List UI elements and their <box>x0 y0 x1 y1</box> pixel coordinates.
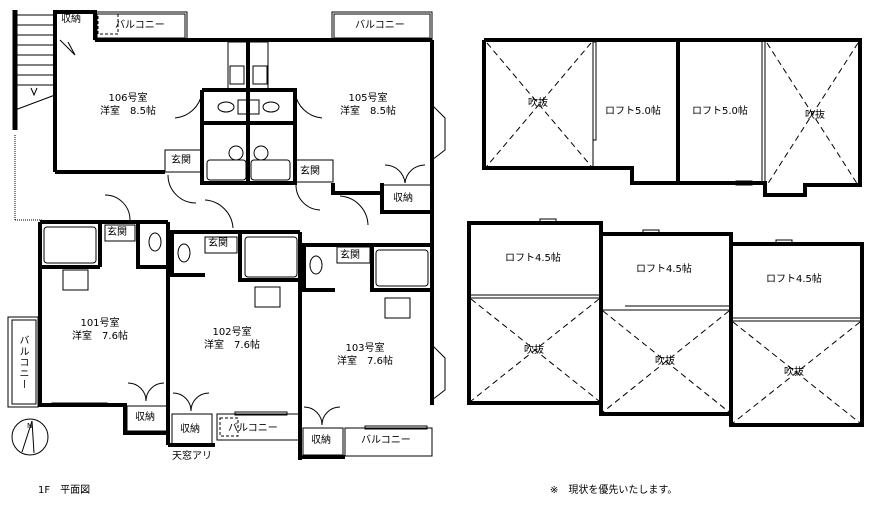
void-label-1: 吹抜 <box>528 98 548 109</box>
loft-label-3: ロフト4.5帖 <box>505 253 561 264</box>
compass-north: N <box>27 422 33 430</box>
balcony-label-102: バルコニー <box>228 423 278 434</box>
entrance-label-105: 玄関 <box>300 166 320 177</box>
loft-upper-walls <box>482 38 862 197</box>
staircase <box>12 10 57 221</box>
loft-label-4: ロフト4.5帖 <box>636 264 692 275</box>
room-101-type: 洋室 7.6帖 <box>72 331 128 342</box>
room-106-name: 106号室 <box>108 93 148 104</box>
room-101-name: 101号室 <box>80 318 120 329</box>
floor-caption: 1F 平面図 <box>38 485 91 496</box>
priority-note: ※ 現状を優先いたします。 <box>550 485 678 496</box>
room-102: 102号室 洋室 7.6帖 <box>192 326 272 352</box>
storage-label-102: 収納 <box>180 424 200 435</box>
loft-label-2: ロフト5.0帖 <box>692 106 748 117</box>
storage-label-106: 収納 <box>61 14 81 25</box>
entrance-label-103: 玄関 <box>340 250 360 261</box>
skylight-note: 天窓アリ <box>172 451 212 462</box>
void-label-3: 吹抜 <box>524 345 544 356</box>
room-101: 101号室 洋室 7.6帖 <box>60 317 140 343</box>
entrance-label-106: 玄関 <box>171 155 191 166</box>
balcony-label-103: バルコニー <box>361 435 411 446</box>
room-102-name: 102号室 <box>212 327 252 338</box>
room-105-name: 105号室 <box>348 93 388 104</box>
room-105-type: 洋室 8.5帖 <box>340 106 396 117</box>
storage-label-105: 収納 <box>393 193 413 204</box>
room-103-name: 103号室 <box>345 343 385 354</box>
balcony-label-106: バルコニー <box>115 20 165 31</box>
loft-lower-walls <box>467 221 864 427</box>
void-label-2: 吹抜 <box>805 110 825 121</box>
room-103: 103号室 洋室 7.6帖 <box>325 342 405 368</box>
room-102-type: 洋室 7.6帖 <box>204 340 260 351</box>
room-105: 105号室 洋室 8.5帖 <box>328 92 408 118</box>
storage-label-101: 収納 <box>135 412 155 423</box>
room-103-type: 洋室 7.6帖 <box>337 356 393 367</box>
balcony-label-101: バルコニー <box>17 335 28 390</box>
void-label-4: 吹抜 <box>655 356 675 367</box>
loft-label-5: ロフト4.5帖 <box>766 274 822 285</box>
void-label-5: 吹抜 <box>784 367 804 378</box>
entrance-label-102: 玄関 <box>208 238 228 249</box>
loft-label-1: ロフト5.0帖 <box>605 106 661 117</box>
room-106-type: 洋室 8.5帖 <box>100 106 156 117</box>
room-106: 106号室 洋室 8.5帖 <box>88 92 168 118</box>
balcony-label-105: バルコニー <box>355 20 405 31</box>
storage-label-103: 収納 <box>311 435 331 446</box>
entrance-label-101: 玄関 <box>107 227 127 238</box>
